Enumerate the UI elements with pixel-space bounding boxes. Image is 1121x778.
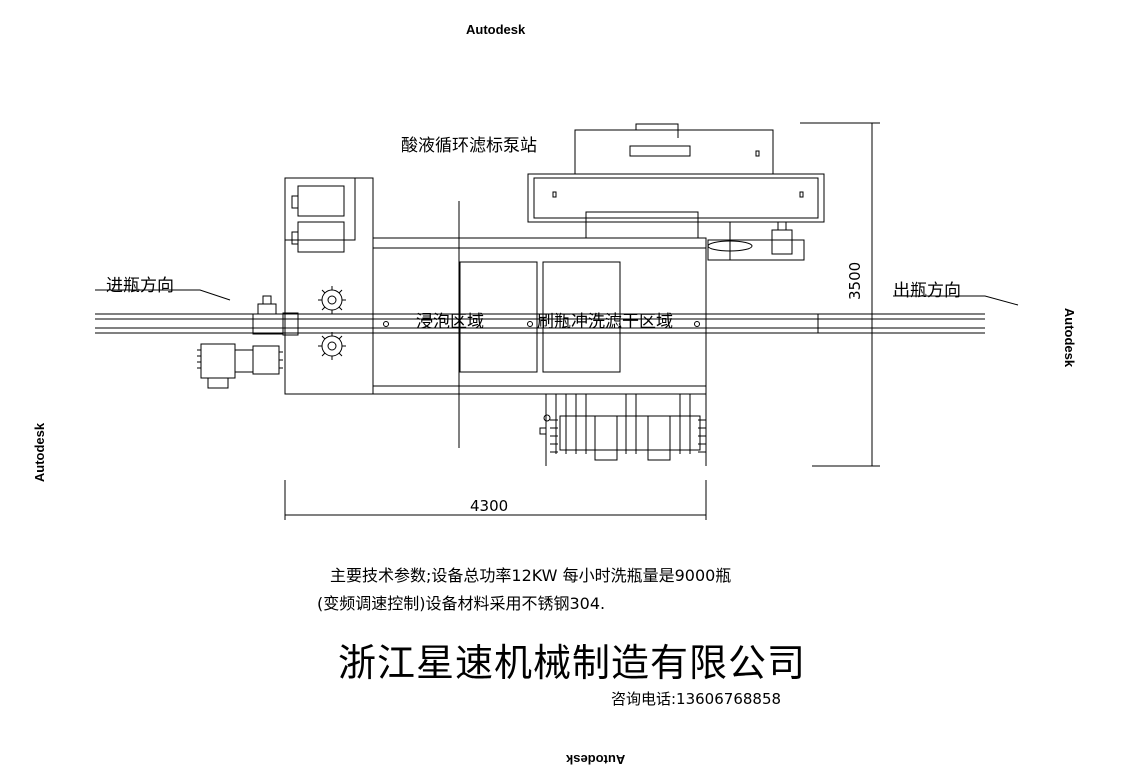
width-dimension: [284, 480, 707, 520]
spec-line-2: (变频调速控制)设备材料采用不锈钢304.: [317, 594, 606, 613]
height-dimension: [800, 122, 880, 467]
motor-assembly: [197, 295, 299, 389]
soak-zone-label: 浸泡区域: [416, 312, 484, 332]
watermark-top: Autodesk: [466, 22, 526, 37]
pump-station: [527, 123, 825, 261]
spec-line-1: 主要技术参数;设备总功率12KW 每小时洗瓶量是9000瓶: [330, 566, 732, 585]
gear-icon: [318, 286, 346, 360]
bottle-out-label: 出瓶方向: [893, 281, 961, 301]
bottle-in-arrow: [95, 289, 231, 301]
conveyor-line: [95, 313, 985, 334]
wash-zone-label: 刷瓶冲洗滤干区域: [537, 312, 673, 332]
bottle-out-arrow: [893, 295, 1019, 306]
pump-station-label: 酸液循环滤标泵站: [401, 136, 537, 156]
bottle-in-label: 进瓶方向: [106, 276, 174, 296]
height-dimension-label: 3500: [846, 261, 864, 300]
drive-housing: [284, 177, 374, 395]
contact-phone: 咨询电话:13606768858: [611, 690, 782, 708]
width-dimension-label: 4300: [470, 497, 509, 515]
brush-assembly: [539, 394, 707, 466]
company-name: 浙江星速机械制造有限公司: [338, 641, 807, 685]
main-tank: [372, 201, 707, 448]
